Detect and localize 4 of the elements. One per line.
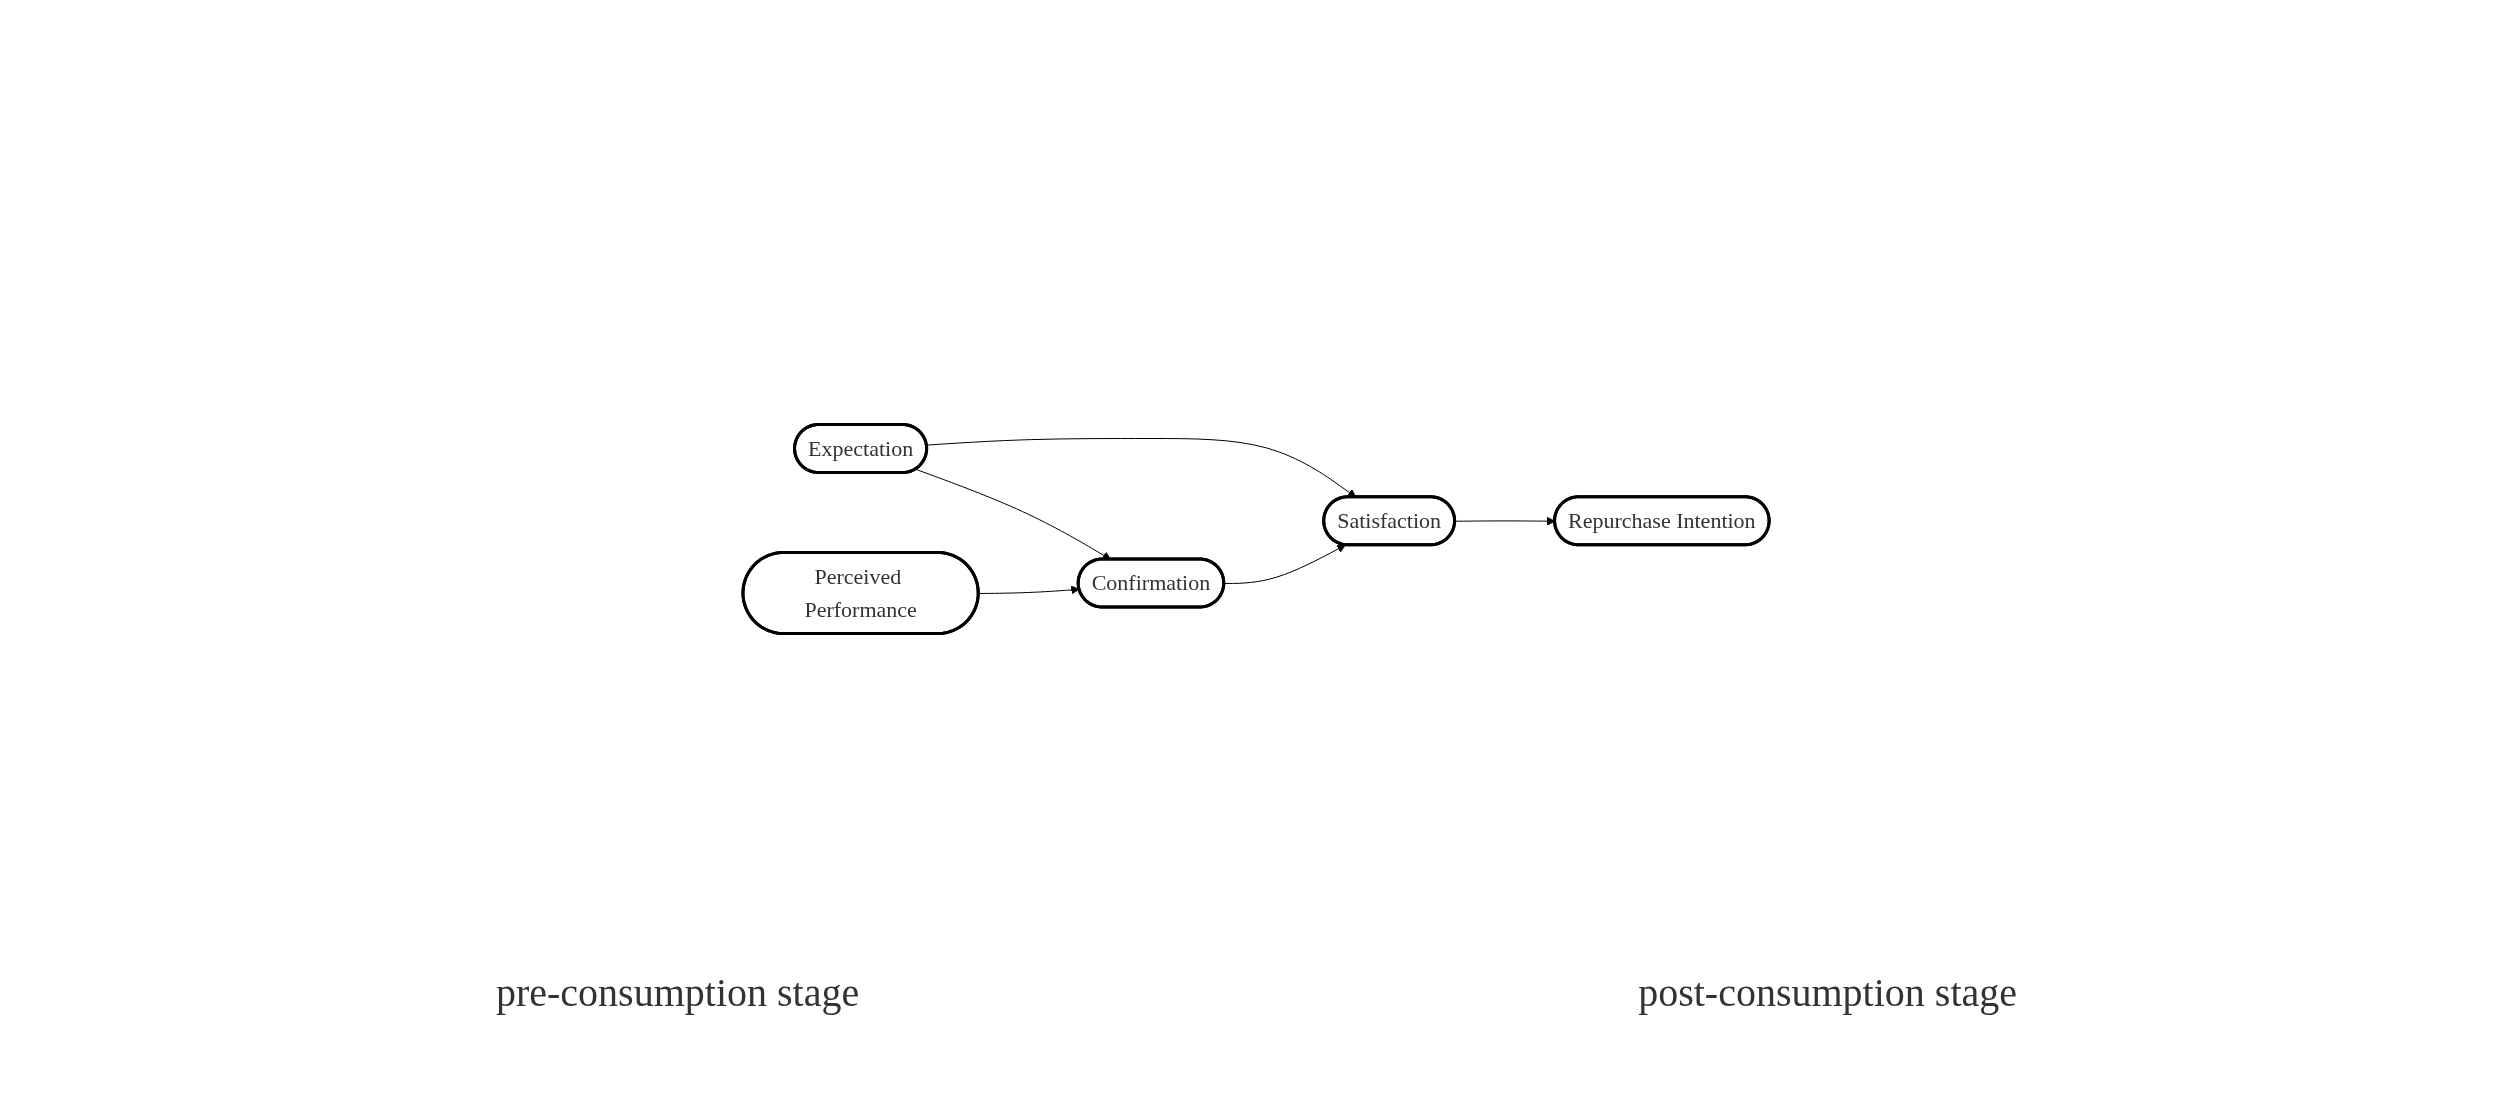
stage-label: post-consumption stage — [1638, 968, 2017, 1016]
arrow — [1224, 544, 1347, 584]
stage-label: pre-consumption stage — [495, 968, 860, 1016]
arrow — [1455, 516, 1556, 526]
